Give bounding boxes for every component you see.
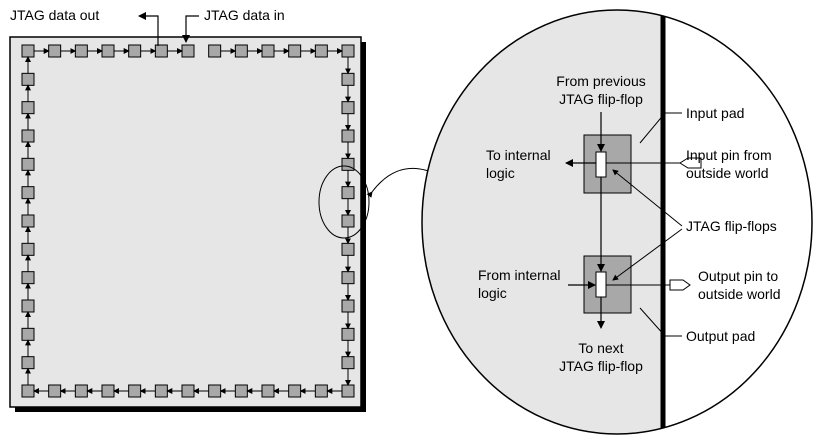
top-scan-cell	[208, 44, 222, 58]
left-scan-cell	[21, 242, 35, 256]
right-scan-cell	[341, 214, 355, 228]
bottom-scan-cell	[261, 384, 275, 398]
flipflop-leader-top	[612, 169, 683, 227]
top-scan-cell	[154, 44, 168, 58]
left-scan-cell	[21, 356, 35, 370]
data-in-arrow	[182, 15, 199, 43]
left-scan-cell	[21, 157, 35, 171]
input-pin-label-1: Input pin from	[686, 147, 772, 163]
to-internal-label-2: logic	[486, 165, 515, 181]
right-scan-cell	[341, 101, 355, 115]
output-pin-label-1: Output pin to	[698, 268, 778, 284]
right-scan-cell	[341, 157, 355, 171]
input-pad	[583, 134, 632, 194]
bottom-scan-cell	[314, 384, 328, 398]
chip-body	[9, 36, 362, 408]
right-scan-cell	[341, 186, 355, 200]
bottom-scan-cell	[74, 384, 88, 398]
output-pin-label-2: outside world	[698, 286, 781, 302]
jtag-data-in-label: JTAG data in	[204, 7, 285, 23]
input-pad-label: Input pad	[686, 105, 744, 121]
right-scan-cell	[341, 242, 355, 256]
jtag-data-out-label: JTAG data out	[10, 7, 99, 23]
to-next-label-1: To next	[578, 340, 623, 356]
right-scan-cell	[341, 271, 355, 285]
input-pin-label-2: outside world	[686, 165, 769, 181]
bottom-scan-cell	[181, 384, 195, 398]
top-scan-cell	[234, 44, 248, 58]
flipflop-leader-bottom	[612, 228, 683, 281]
right-scan-cell	[341, 72, 355, 86]
to-next-label-2: JTAG flip-flop	[559, 358, 643, 374]
boundary-scan-chain	[21, 44, 355, 398]
zoom-highlight-circle	[318, 165, 370, 239]
left-scan-cell	[21, 214, 35, 228]
top-scan-cell	[74, 44, 88, 58]
left-scan-cell	[21, 327, 35, 341]
output-pin-icon	[669, 279, 691, 291]
bottom-scan-cell	[234, 384, 248, 398]
bottom-scan-cell	[288, 384, 302, 398]
right-scan-cell	[341, 299, 355, 313]
top-scan-cell	[21, 44, 35, 58]
bottom-scan-cell	[48, 384, 62, 398]
data-out-arrow	[138, 12, 159, 46]
zoom-bubble-outline	[421, 9, 813, 435]
bottom-scan-cell	[154, 384, 168, 398]
input-pad-leader	[639, 112, 682, 144]
bottom-scan-cell	[21, 384, 35, 398]
input-pin-icon	[679, 157, 702, 169]
bottom-scan-cell	[101, 384, 115, 398]
output-pad-leader	[639, 307, 682, 337]
top-scan-cell	[128, 44, 142, 58]
from-previous-label-1: From previous	[556, 73, 645, 89]
from-internal-label-1: From internal	[478, 267, 560, 283]
top-scan-cell	[48, 44, 62, 58]
right-scan-cell	[341, 356, 355, 370]
jtag-flipflops-label: JTAG flip-flops	[686, 218, 777, 234]
top-scan-cell	[261, 44, 275, 58]
top-scan-cell	[314, 44, 328, 58]
output-pad-label: Output pad	[686, 328, 755, 344]
right-scan-cell	[341, 129, 355, 143]
top-scan-cell	[181, 44, 195, 58]
left-scan-cell	[21, 186, 35, 200]
bottom-scan-cell	[208, 384, 222, 398]
left-scan-cell	[21, 72, 35, 86]
bottom-scan-cell	[341, 384, 355, 398]
to-internal-label-1: To internal	[486, 147, 551, 163]
output-jtag-flipflop	[595, 271, 607, 298]
input-jtag-flipflop	[595, 151, 607, 178]
from-previous-label-2: JTAG flip-flop	[559, 91, 643, 107]
right-scan-cell	[341, 327, 355, 341]
top-scan-cell	[341, 44, 355, 58]
from-internal-label-2: logic	[478, 285, 507, 301]
left-scan-cell	[21, 299, 35, 313]
left-scan-cell	[21, 129, 35, 143]
left-scan-cell	[21, 271, 35, 285]
bottom-scan-cell	[128, 384, 142, 398]
left-scan-cell	[21, 101, 35, 115]
top-scan-cell	[101, 44, 115, 58]
top-scan-cell	[288, 44, 302, 58]
